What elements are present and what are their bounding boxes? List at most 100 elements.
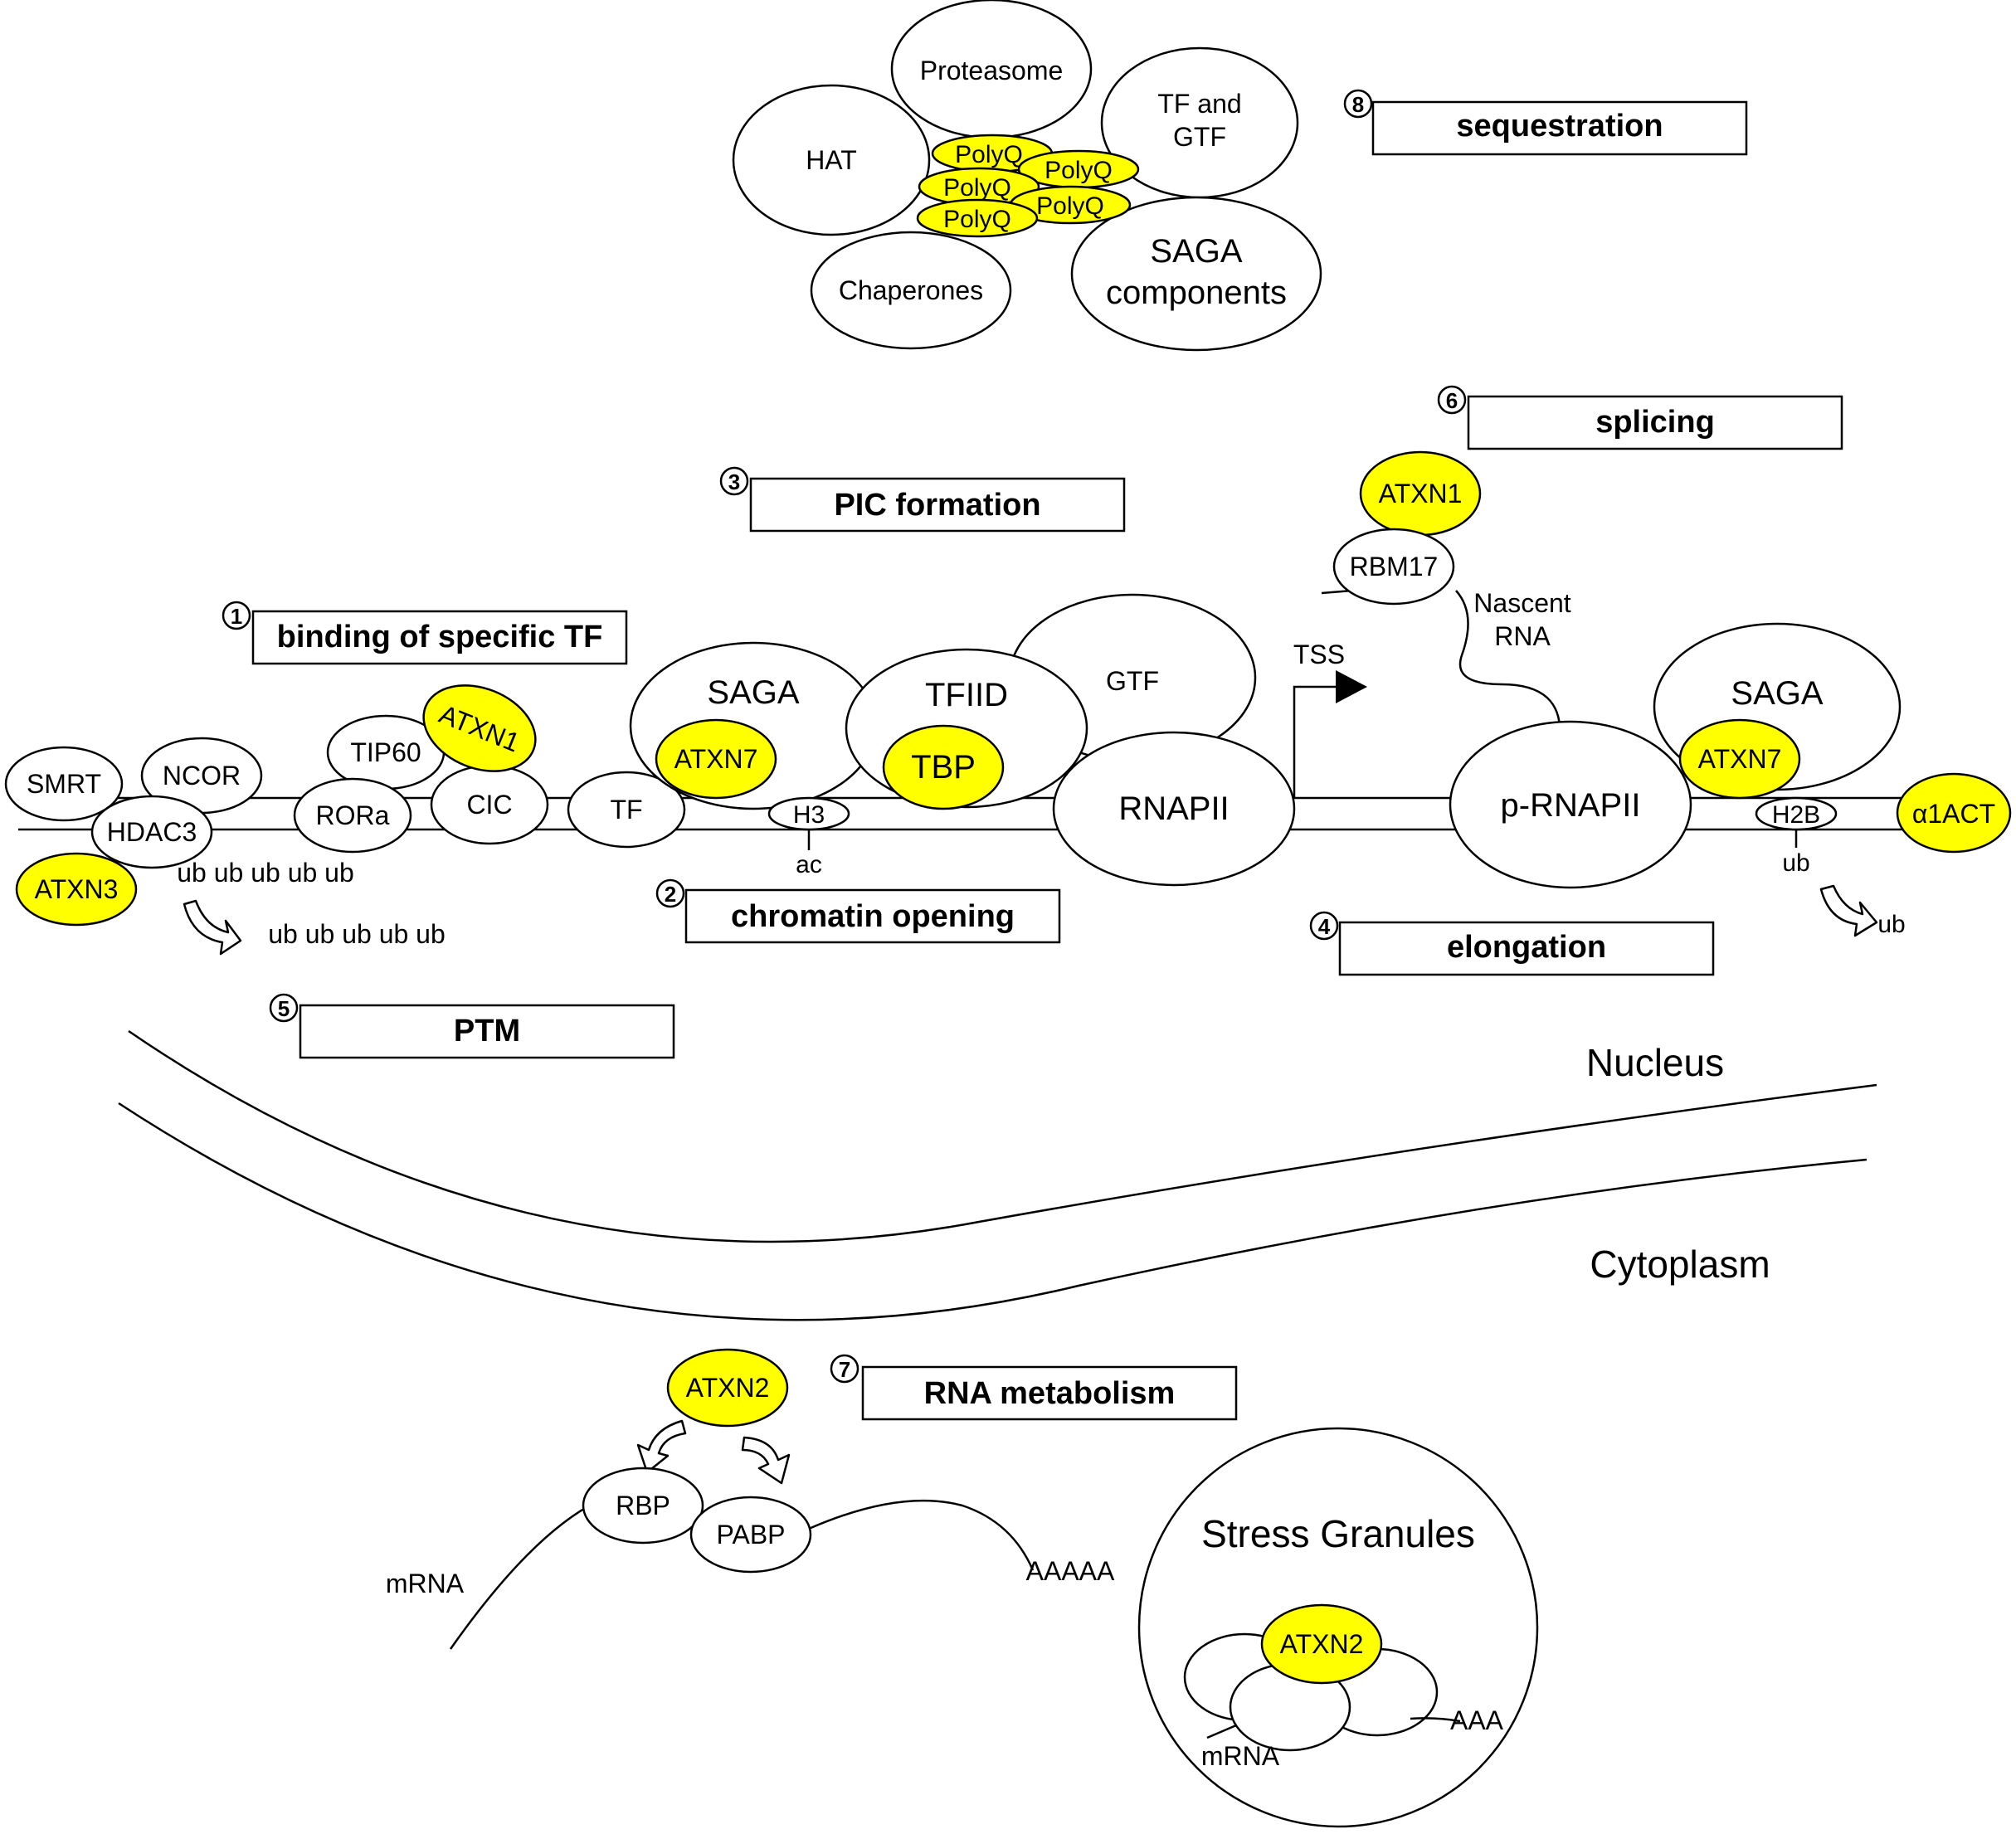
- sequestration-cluster: Proteasome HAT TF and GTF Chaperones SAG…: [732, 0, 1322, 352]
- mechanism-number-badge: [830, 1354, 859, 1384]
- tfiid-label: TFIID: [925, 677, 1008, 713]
- atxn1-node: [422, 684, 537, 772]
- mechanism-title: binding of specific TF: [277, 620, 603, 654]
- mechanism-number-badge: [1343, 89, 1373, 119]
- tip60-label: TIP60: [350, 737, 421, 767]
- polyq-label: PolyQ: [1045, 157, 1113, 184]
- mechanism-title: splicing: [1595, 405, 1715, 440]
- mechanism-4: elongation 4: [1309, 911, 1715, 976]
- rbp-label: RBP: [616, 1491, 670, 1520]
- rbm17-label: RBM17: [1350, 552, 1439, 581]
- polyq-label: PolyQ: [943, 206, 1011, 233]
- nuclear-membrane-outer: [118, 1102, 1867, 1321]
- p-rnapii-label: p-RNAPII: [1501, 787, 1641, 824]
- nuclear-membrane-inner: [128, 1029, 1877, 1243]
- mechanism-box: [1338, 921, 1715, 976]
- splicing-complex: ATXN1 RBM17 Nascent RNA: [1321, 450, 1571, 739]
- polyq-aggregate: [916, 198, 1039, 238]
- mechanism-1: binding of specific TF 1: [222, 601, 628, 665]
- mechanism-title: elongation: [1447, 930, 1606, 965]
- rna-metabolism: ATXN2 RBP PABP mRNA AAAAA: [386, 1348, 1115, 1650]
- mechanism-2: chromatin opening 2: [655, 878, 1061, 944]
- mechanism-number: 8: [1352, 92, 1364, 117]
- mrna-label: mRNA: [386, 1569, 465, 1598]
- mechanism-title: RNA metabolism: [924, 1376, 1176, 1411]
- pabp-label: PABP: [717, 1520, 786, 1549]
- h2b-label: H2B: [1772, 801, 1820, 829]
- h2b-ub-label: ub: [1782, 849, 1809, 877]
- mechanism-title: PIC formation: [834, 488, 1040, 523]
- sg-polya-strand: [1410, 1717, 1461, 1723]
- polyq-label: PolyQ: [955, 141, 1023, 168]
- tf-label: TF: [610, 795, 642, 825]
- mechanism-number-badge: [269, 993, 299, 1023]
- proteasome-label: Proteasome: [920, 56, 1064, 85]
- saga-components-label-line2: components: [1106, 275, 1287, 311]
- rbp-node: [582, 1467, 704, 1545]
- a1act-label: α1ACT: [1912, 799, 1995, 829]
- mechanism-number: 3: [728, 469, 740, 494]
- tss-label: TSS: [1293, 640, 1345, 669]
- mechanism-box: [684, 888, 1061, 944]
- hat-node: [732, 84, 931, 236]
- mechanism-number-badge: [1437, 385, 1467, 415]
- atxn2-to-pabp-arrow-icon: [741, 1436, 791, 1485]
- chaperones-label: Chaperones: [839, 275, 983, 305]
- tss-arrow-icon: [1336, 670, 1367, 703]
- mechanism-7: RNA metabolism 7: [830, 1354, 1238, 1421]
- mechanism-title: sequestration: [1456, 109, 1663, 144]
- rora-label: RORa: [316, 800, 390, 830]
- tbp-node: [882, 724, 1005, 810]
- saga-components-label-line1: SAGA: [1150, 233, 1242, 270]
- rnapii-label: RNAPII: [1118, 791, 1229, 827]
- saga-components-node: [1070, 196, 1322, 352]
- stress-granules-label: Stress Granules: [1201, 1512, 1475, 1555]
- polyq-label: PolyQ: [1036, 192, 1104, 220]
- chaperones-node: [810, 231, 1012, 350]
- mechanism-8: sequestration 8: [1343, 89, 1748, 156]
- rbm17-node: [1332, 528, 1455, 606]
- tbp-label: TBP: [911, 749, 976, 786]
- atxn3-node: [15, 852, 138, 927]
- mechanism-title: PTM: [454, 1014, 520, 1048]
- ubiquitin-chain-label: ub ub ub ub ub: [177, 858, 354, 888]
- tss-arrow-stem: [1293, 685, 1338, 798]
- mechanism-5: PTM 5: [269, 993, 675, 1059]
- p-rnapii-node: [1449, 720, 1692, 889]
- hat-label: HAT: [806, 145, 857, 175]
- nascent-rna-label-line2: RNA: [1494, 621, 1551, 651]
- sg-atxn2-node: [1260, 1603, 1383, 1685]
- ncor-label: NCOR: [163, 761, 241, 791]
- sg-mrna-strand: [1206, 1724, 1237, 1739]
- smrt-label: SMRT: [27, 769, 101, 799]
- corepressor-complex: SMRT NCOR HDAC3 ATXN3 ub ub ub ub ub ub …: [4, 737, 446, 956]
- mechanism-box: [749, 477, 1126, 533]
- tf-binding-complex: TIP60 RORa CIC ATXN1 TF: [293, 684, 686, 854]
- atxn3-label: ATXN3: [35, 874, 119, 904]
- sg-polya-label: AAA: [1450, 1705, 1504, 1735]
- atxn7-label: ATXN7: [674, 744, 758, 774]
- stress-granule: Stress Granules ATXN2 mRNA AAA: [1137, 1427, 1539, 1828]
- nascent-rna-strand: [1455, 590, 1561, 739]
- mechanism-number-badge: [1309, 911, 1339, 941]
- atxn7-right-label: ATXN7: [1698, 744, 1782, 774]
- atxn2-label: ATXN2: [686, 1373, 770, 1403]
- deubiquitination-h2b-arrow-icon: [1819, 884, 1878, 937]
- saga-label: SAGA: [707, 674, 799, 711]
- deubiquitination-arrow-icon: [183, 899, 242, 956]
- smrt-node: [4, 746, 124, 822]
- sg-atxn2-label: ATXN2: [1280, 1629, 1364, 1659]
- saga-right-label: SAGA: [1731, 675, 1823, 712]
- pabp-node: [689, 1496, 812, 1574]
- atxn1-splicing-label: ATXN1: [1379, 479, 1463, 508]
- cic-label: CIC: [466, 790, 512, 820]
- tf-gtf-label-line1: TF and: [1157, 89, 1241, 119]
- h3-label: H3: [793, 801, 825, 829]
- mechanism-number: 4: [1318, 914, 1331, 939]
- mechanism-box: [299, 1004, 675, 1059]
- atxn7-node: [655, 718, 777, 800]
- mechanism-title: chromatin opening: [731, 899, 1015, 934]
- polya-tail-label: AAAAA: [1026, 1556, 1115, 1586]
- rnapii-node: [1052, 731, 1296, 887]
